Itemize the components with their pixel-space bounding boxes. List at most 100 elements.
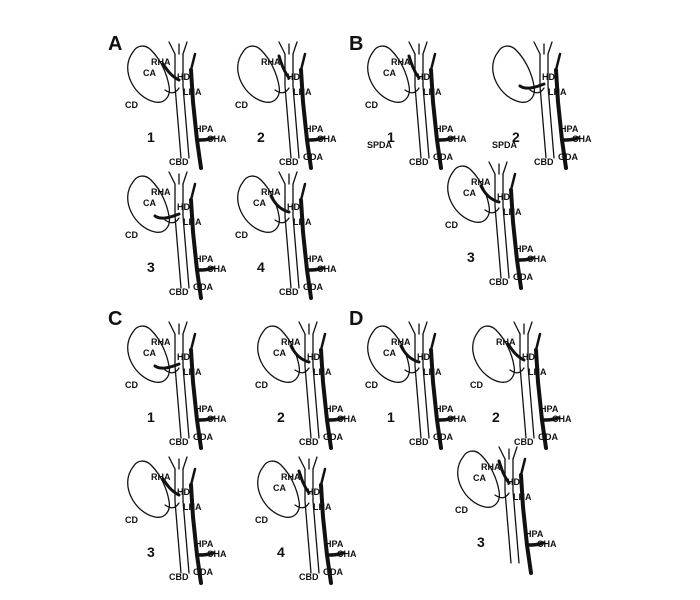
structure-label: CHA [207, 134, 227, 144]
structure-label: SPDA [367, 140, 393, 150]
left-hepatic-artery [189, 182, 197, 202]
common-bile-duct [174, 183, 190, 289]
variant-number: 1 [387, 409, 395, 425]
structure-label: RHA [261, 187, 281, 197]
left-hepatic-artery [299, 52, 307, 72]
structure-label: HPA [195, 124, 214, 134]
structure-label: HD [177, 352, 190, 362]
structure-label: CD [235, 230, 248, 240]
structure-label: CA [463, 188, 476, 198]
variant-number: 4 [277, 544, 285, 560]
structure-label: HD [417, 352, 430, 362]
structure-label: CD [125, 230, 138, 240]
common-bile-duct [414, 333, 430, 439]
structure-label: RHA [151, 337, 171, 347]
gallbladder-outline [237, 175, 281, 233]
hepatic-artery-trunk [189, 68, 203, 170]
common-bile-duct [284, 183, 300, 289]
structure-label: CBD [409, 437, 429, 447]
common-bile-duct [174, 468, 190, 574]
variant-number: 2 [512, 129, 520, 145]
hepatic-artery-trunk [534, 348, 548, 450]
structure-label: CHA [337, 414, 357, 424]
structure-label: CD [445, 220, 458, 230]
structure-label: CD [470, 380, 483, 390]
structure-label: RHA [281, 472, 301, 482]
structure-label: HD [177, 72, 190, 82]
cystic-duct [164, 502, 180, 509]
right-hepatic-artery [277, 54, 291, 80]
structure-label: LHA [183, 87, 202, 97]
structure-label: LHA [513, 492, 532, 502]
structure-label: HPA [195, 539, 214, 549]
structure-label: LHA [503, 207, 522, 217]
right-hepatic-artery [479, 184, 501, 204]
structure-label: CA [273, 348, 286, 358]
common-hepatic-artery [195, 136, 215, 142]
common-hepatic-artery [325, 416, 345, 422]
structure-label: RHA [391, 57, 411, 67]
structure-label: HPA [195, 404, 214, 414]
structure-label: CBD [279, 287, 299, 297]
cystic-duct [294, 502, 310, 509]
variant-number: 4 [257, 259, 265, 275]
cystic-duct [274, 87, 290, 94]
structure-label: GDA [303, 152, 324, 162]
structure-label: CBD [409, 157, 429, 167]
variant-number: 2 [492, 409, 500, 425]
structure-label: GDA [558, 152, 579, 162]
cystic-duct [529, 87, 545, 94]
right-hepatic-artery [497, 459, 511, 485]
hepatic-artery-trunk [319, 483, 333, 585]
structure-label: HD [307, 352, 320, 362]
common-hepatic-artery [195, 416, 215, 422]
variant-number: 1 [387, 129, 395, 145]
structure-label: RHA [281, 337, 301, 347]
left-hepatic-artery [299, 182, 307, 202]
structure-label: CBD [169, 437, 189, 447]
structure-label: CA [143, 198, 156, 208]
hepatic-artery-trunk [189, 348, 203, 450]
structure-label: CA [143, 68, 156, 78]
structure-label: CBD [169, 572, 189, 582]
common-hepatic-artery [195, 266, 215, 272]
structure-label: HD [177, 487, 190, 497]
variant-number: 3 [147, 259, 155, 275]
structure-label: CBD [534, 157, 554, 167]
structure-label: GDA [193, 432, 214, 442]
cystic-duct [164, 217, 180, 224]
structure-label: LHA [183, 502, 202, 512]
cystic-duct [404, 87, 420, 94]
right-hepatic-artery [289, 344, 311, 364]
hepatic-artery-trunk [429, 348, 443, 450]
structure-label: CD [255, 515, 268, 525]
hepatic-duct-branches [408, 41, 428, 55]
hepatic-artery-trunk [519, 473, 533, 575]
cystic-duct [164, 367, 180, 374]
structure-label: CHA [207, 414, 227, 424]
hepatic-artery-trunk [319, 348, 333, 450]
structure-label: CBD [489, 277, 509, 287]
structure-label: GDA [433, 152, 454, 162]
left-hepatic-artery [189, 52, 197, 72]
cystic-duct [509, 367, 525, 374]
structure-label: GDA [433, 432, 454, 442]
common-hepatic-artery [435, 136, 455, 142]
common-bile-duct [519, 333, 535, 439]
right-hepatic-artery [399, 344, 421, 364]
structure-label: HPA [540, 404, 559, 414]
gallbladder-outline [492, 45, 536, 103]
structure-label: RHA [151, 187, 171, 197]
structure-label: HD [497, 192, 510, 202]
hepatic-duct-branches [298, 321, 318, 335]
structure-label: LHA [293, 87, 312, 97]
right-hepatic-artery [161, 62, 181, 82]
structure-label: CBD [299, 437, 319, 447]
structure-label: GDA [193, 567, 214, 577]
variant-number: 1 [147, 409, 155, 425]
